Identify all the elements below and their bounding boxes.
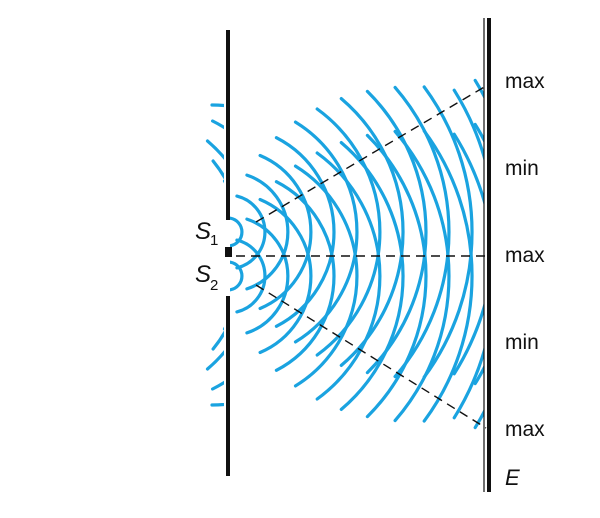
wavelet-arc	[339, 97, 405, 367]
path-line-lower	[255, 284, 487, 429]
fringe-label-5: max	[505, 418, 545, 441]
fringe-label-3: max	[505, 244, 545, 267]
wavelet-arc	[258, 153, 313, 311]
source-label-s2: S 2	[195, 261, 218, 294]
wavelet-arc	[274, 180, 336, 372]
source-s1-subscript: 1	[210, 232, 218, 249]
wavelet-arc	[230, 216, 244, 248]
wavelet-arc	[235, 194, 267, 270]
screen	[483, 18, 491, 492]
wavelet-arc	[339, 141, 405, 411]
incoming-wavefront	[240, 201, 250, 309]
wavelet-arc	[245, 217, 290, 335]
source-s2-letter: S	[195, 261, 211, 288]
path-lines	[236, 85, 487, 429]
source-s1-letter: S	[195, 218, 211, 245]
fringe-label-2: min	[505, 157, 539, 180]
wavelet-arc	[315, 151, 382, 401]
wavelet-arc	[452, 132, 484, 420]
incoming-wavefront	[210, 103, 224, 407]
source-label-s1: S 1	[195, 218, 218, 249]
wavelets-from-s1	[230, 78, 484, 386]
screen-label: E	[505, 465, 520, 490]
wavelet-arc	[393, 85, 451, 379]
path-line-upper	[255, 85, 487, 223]
fringe-label-1: max	[505, 70, 545, 93]
wavelets-from-s2	[230, 122, 484, 430]
wavelet-arc	[230, 260, 244, 292]
source-s2-subscript: 2	[210, 277, 218, 294]
incoming-wavefront	[205, 139, 224, 371]
barrier-center	[225, 247, 232, 257]
wavelet-arc	[393, 129, 451, 423]
wavelet-arc	[452, 88, 484, 376]
fringe-label-4: min	[505, 331, 539, 354]
wavelet-arc	[258, 197, 313, 355]
barrier	[225, 30, 232, 476]
wavelet-arc	[293, 164, 359, 388]
wavelet-arc	[422, 85, 474, 379]
wavelet-arc	[365, 133, 428, 419]
wavelet-arc	[422, 129, 474, 423]
wavelet-arc	[274, 136, 336, 328]
wavelet-arc	[235, 238, 267, 314]
wavelet-arc	[365, 89, 428, 375]
